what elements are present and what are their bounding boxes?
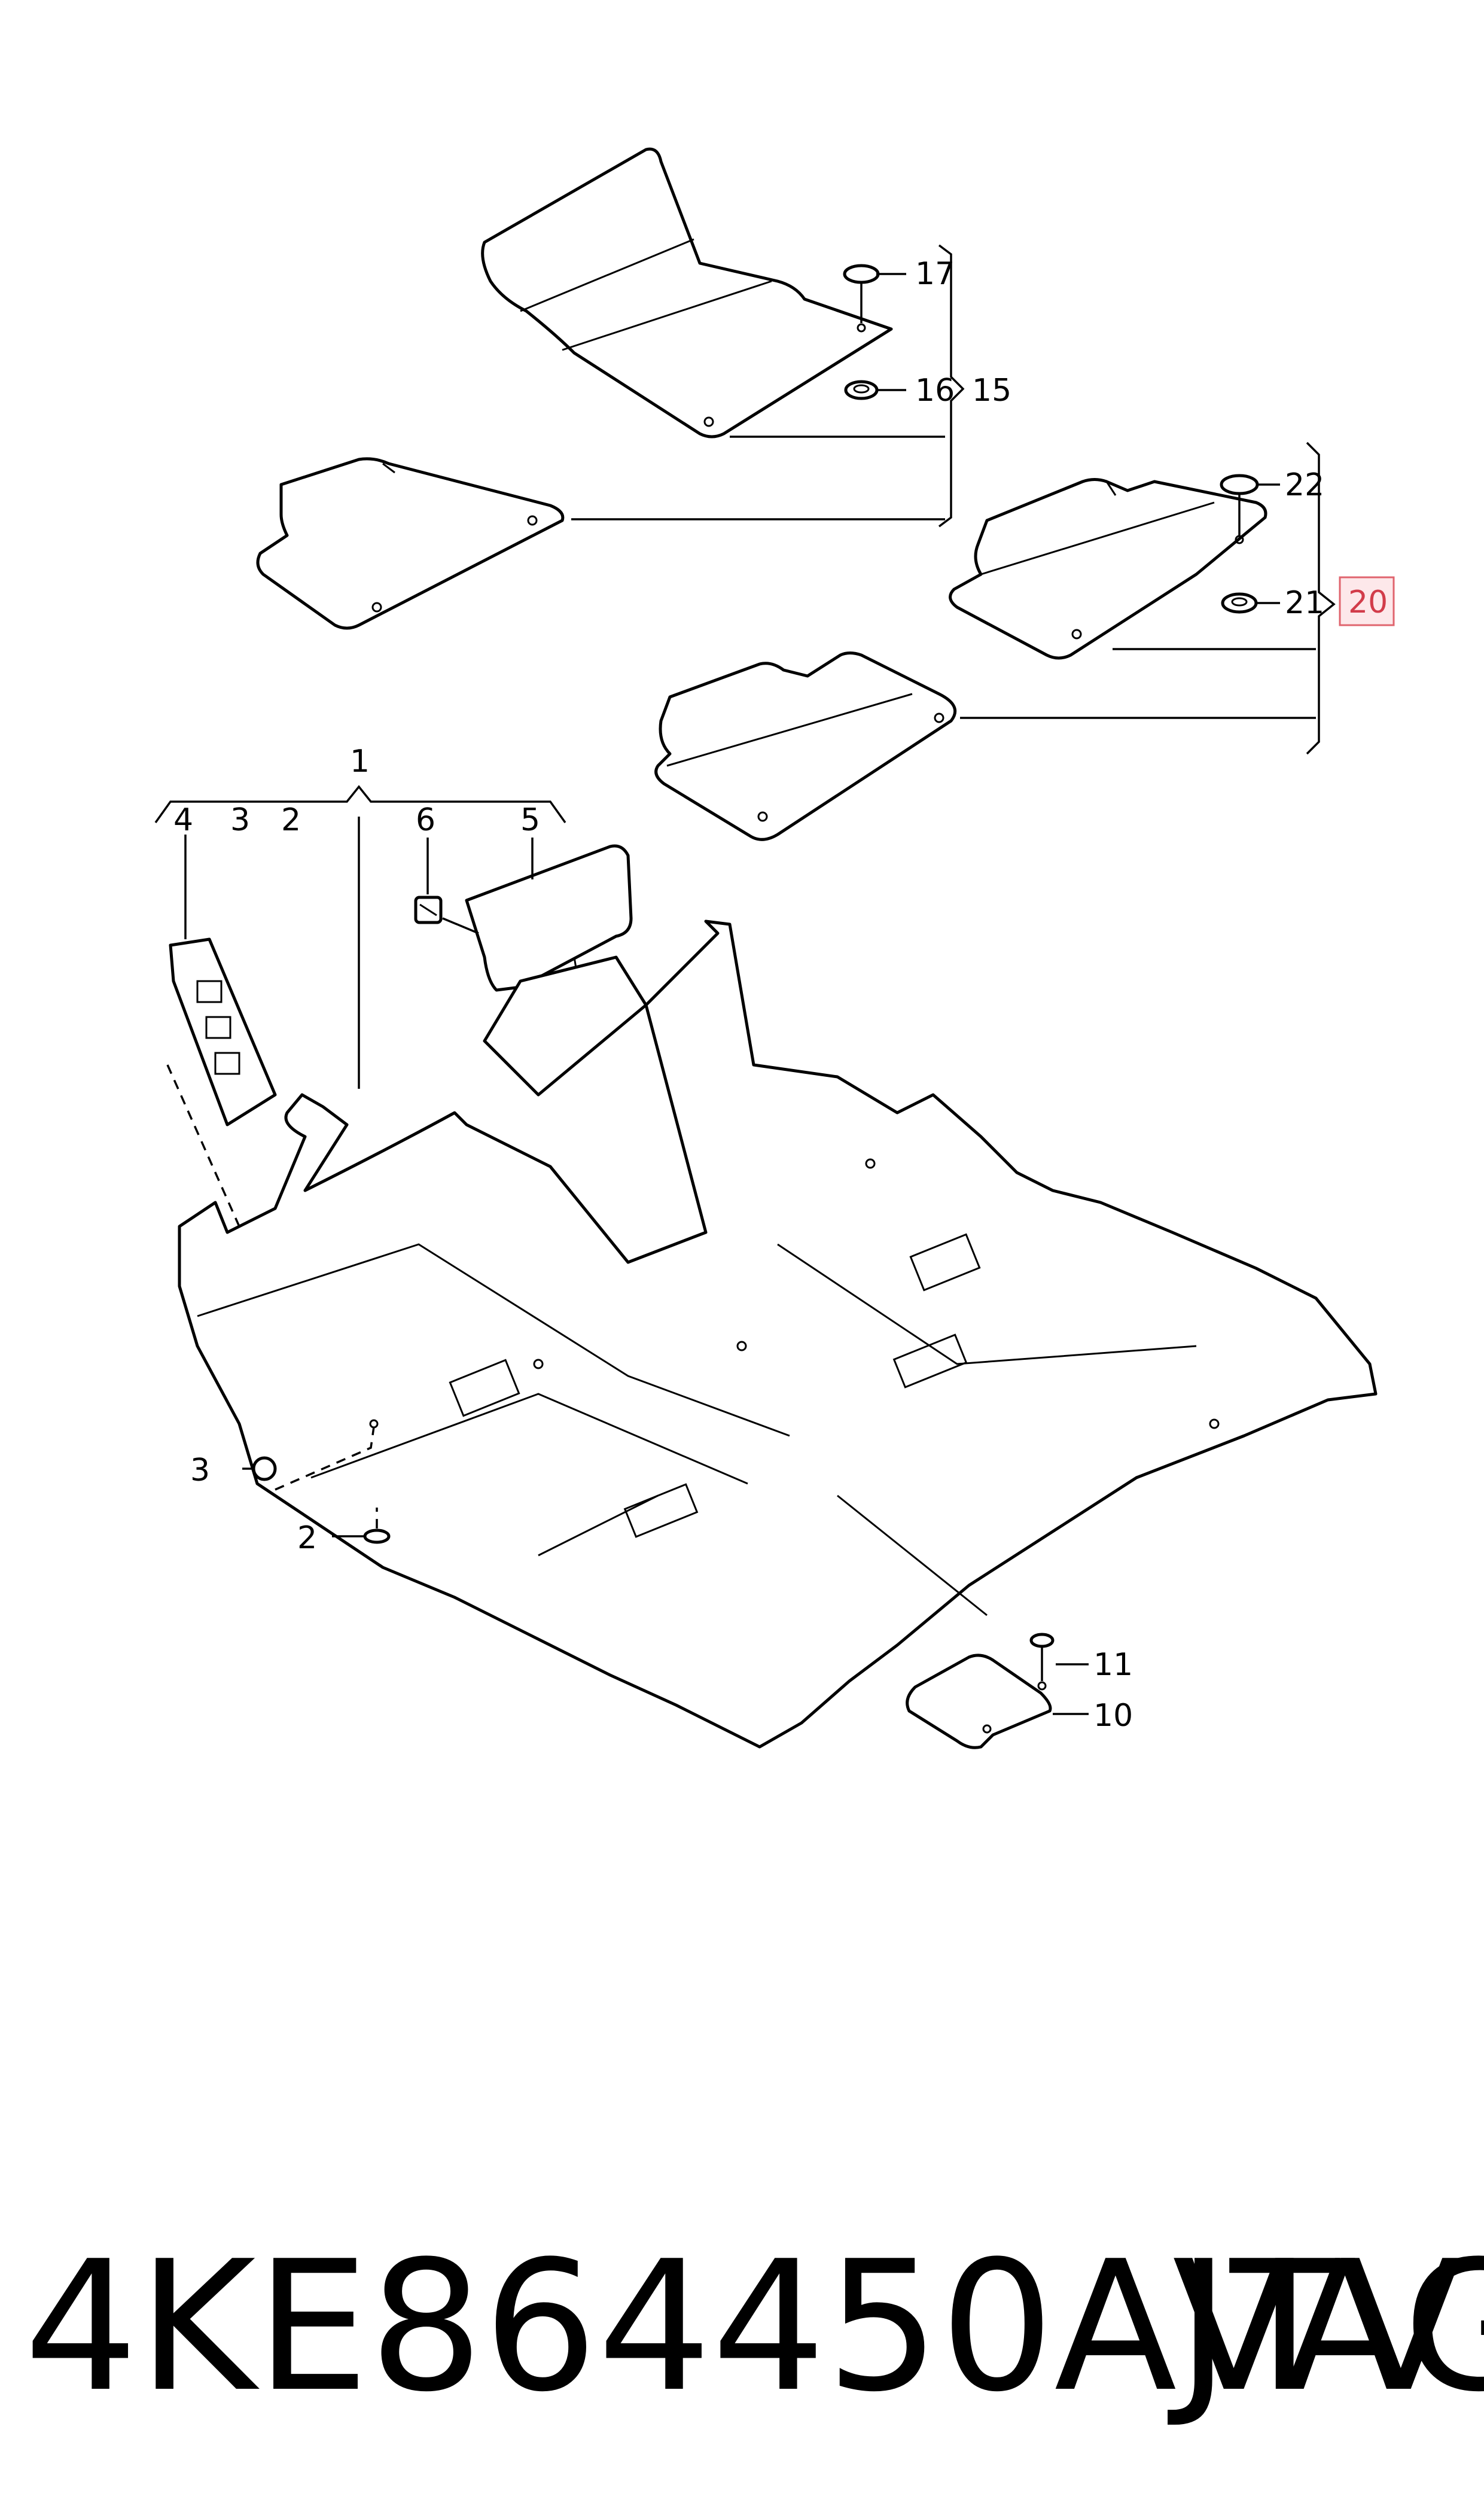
callout-6: 6 [416, 802, 435, 838]
bracket-20 [1306, 442, 1336, 755]
callout-2-top: 2 [281, 802, 301, 838]
rear-mat-left [256, 457, 565, 630]
leader-lines [184, 273, 1316, 1715]
front-mat-fasteners [1220, 474, 1259, 614]
callout-5: 5 [520, 802, 540, 838]
brand-name: VAG [1172, 2222, 1484, 2431]
front-mat-right [949, 478, 1267, 660]
callout-22: 22 [1285, 467, 1324, 503]
callout-2: 2 [297, 1520, 317, 1556]
part-number-footer: 4KE864450AJTV VAG [0, 2213, 1484, 2441]
callout-15: 15 [972, 373, 1011, 409]
bracket-1 [154, 785, 566, 824]
part-number: 4KE864450AJTV [24, 2222, 1462, 2431]
callout-20: 20 [1348, 584, 1388, 620]
callout-17: 17 [915, 256, 955, 292]
callout-21: 21 [1285, 585, 1324, 621]
callout-3-top: 3 [230, 802, 250, 838]
highlight-box [1339, 576, 1395, 626]
callout-16: 16 [915, 373, 955, 409]
callout-11: 11 [1093, 1647, 1133, 1683]
front-mat-left [654, 651, 957, 841]
rear-mat-right [481, 147, 893, 439]
clip-6 [414, 896, 479, 934]
callout-4: 4 [173, 802, 193, 838]
callout-10: 10 [1093, 1698, 1133, 1734]
callout-1: 1 [350, 744, 370, 780]
bracket-15 [938, 244, 965, 528]
main-carpet [178, 919, 1378, 1749]
fastener-2 [332, 1508, 391, 1544]
callout-3: 3 [190, 1453, 210, 1488]
clip-11 [1029, 1633, 1055, 1691]
fastener-3 [242, 1419, 379, 1491]
rear-mat-fasteners [843, 264, 880, 400]
cover-plate [906, 1654, 1052, 1749]
side-trim [166, 937, 277, 1281]
